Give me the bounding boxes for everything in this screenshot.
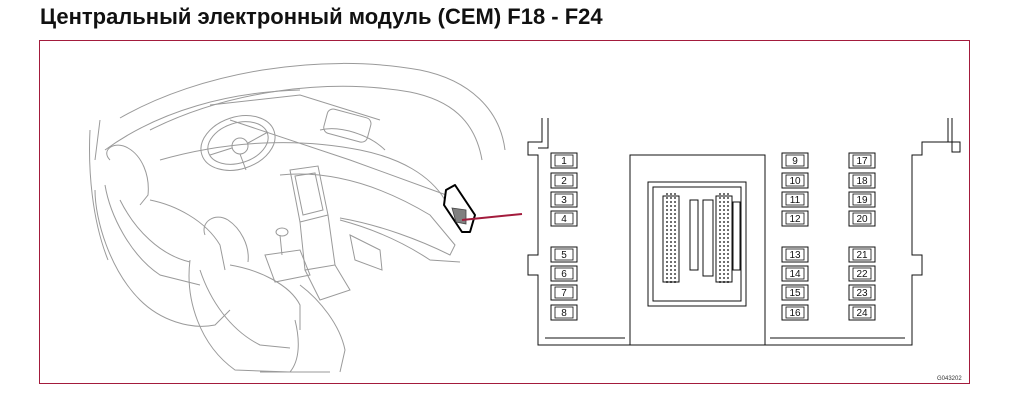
fuse-label: 2 xyxy=(561,176,567,187)
fuse-slot-2: 2 xyxy=(550,172,578,189)
fuse-slot-12: 12 xyxy=(781,210,809,227)
fuse-slot-14: 14 xyxy=(781,265,809,282)
fuse-label: 1 xyxy=(561,156,567,167)
fuse-slot-22: 22 xyxy=(848,265,876,282)
fuse-label: 23 xyxy=(856,288,868,299)
fuse-label: 20 xyxy=(856,214,868,225)
fuse-label: 21 xyxy=(856,250,868,261)
fuse-label: 13 xyxy=(789,250,801,261)
fuse-label: 9 xyxy=(792,156,798,167)
fuse-slot-24: 24 xyxy=(848,304,876,321)
fuse-label: 17 xyxy=(856,156,868,167)
fuse-label: 19 xyxy=(856,195,868,206)
fuse-slot-21: 21 xyxy=(848,246,876,263)
fuse-slot-18: 18 xyxy=(848,172,876,189)
fuse-slot-1: 1 xyxy=(550,152,578,169)
fuse-label: 8 xyxy=(561,308,567,319)
fuse-label: 22 xyxy=(856,269,868,280)
fuse-slot-11: 11 xyxy=(781,191,809,208)
fuse-label: 5 xyxy=(561,250,567,261)
fuse-slot-13: 13 xyxy=(781,246,809,263)
fuse-column-right: 17 18 19 20 21 22 23 24 xyxy=(848,152,876,321)
cem-location-marker xyxy=(443,184,476,233)
fuse-label: 3 xyxy=(561,195,567,206)
fuse-label: 18 xyxy=(856,176,868,187)
fuse-label: 10 xyxy=(789,176,801,187)
fuse-slot-5: 5 xyxy=(550,246,578,263)
fuse-slot-16: 16 xyxy=(781,304,809,321)
fuse-slot-9: 9 xyxy=(781,152,809,169)
figure-code: G043202 xyxy=(937,376,962,382)
fuse-slot-6: 6 xyxy=(550,265,578,282)
fuse-label: 15 xyxy=(789,288,801,299)
fuse-column-middle: 9 10 11 12 13 14 15 16 xyxy=(781,152,809,321)
page-title: Центральный электронный модуль (CEM) F18… xyxy=(40,4,603,29)
fuse-label: 16 xyxy=(789,308,801,319)
fuse-slot-17: 17 xyxy=(848,152,876,169)
fuse-slot-3: 3 xyxy=(550,191,578,208)
fuse-slot-15: 15 xyxy=(781,284,809,301)
central-connector-block xyxy=(629,154,766,346)
fuse-label: 14 xyxy=(789,269,801,280)
fuse-slot-10: 10 xyxy=(781,172,809,189)
fuse-label: 4 xyxy=(561,214,567,225)
fuse-slot-20: 20 xyxy=(848,210,876,227)
fuse-label: 7 xyxy=(561,288,567,299)
fuse-label: 6 xyxy=(561,269,567,280)
diagram-frame xyxy=(39,40,970,384)
callout-line xyxy=(461,213,523,221)
fuse-label: 24 xyxy=(856,308,868,319)
fuse-box-outline xyxy=(527,118,961,346)
fuse-slot-23: 23 xyxy=(848,284,876,301)
fuse-label: 11 xyxy=(790,195,801,206)
fuse-slot-7: 7 xyxy=(550,284,578,301)
fuse-slot-19: 19 xyxy=(848,191,876,208)
car-interior-illustration xyxy=(89,62,506,373)
connector-pins xyxy=(666,193,729,284)
fuse-slot-4: 4 xyxy=(550,210,578,227)
fuse-column-left: 1 2 3 4 5 6 7 8 xyxy=(550,152,578,321)
fuse-label: 12 xyxy=(789,214,801,225)
fuse-slot-8: 8 xyxy=(550,304,578,321)
